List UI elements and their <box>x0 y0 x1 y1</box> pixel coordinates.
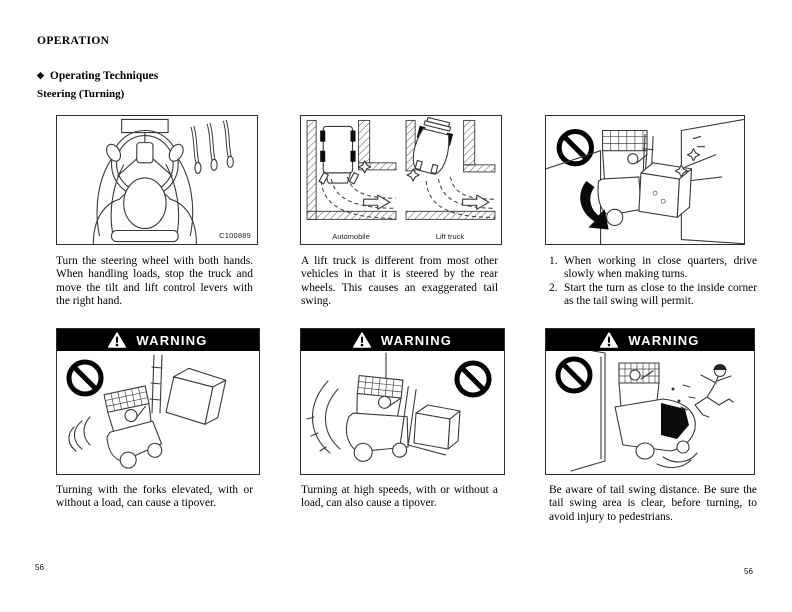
low-load <box>413 404 461 450</box>
label-lift-truck: Lift truck <box>435 232 465 241</box>
control-levers <box>190 119 234 174</box>
warning-triangle-icon <box>108 332 127 348</box>
caption-tail-swing: Be aware of tail swing distance. Be sure… <box>549 484 757 523</box>
subsection-title: Steering (Turning) <box>37 88 125 100</box>
automobile-panel <box>306 119 397 220</box>
forklift-rear <box>614 362 698 469</box>
warning-header: WARNING <box>546 329 754 351</box>
figure-close-quarters <box>545 115 745 245</box>
warning-label: WARNING <box>136 332 208 348</box>
page-number-left: 56 <box>35 563 44 572</box>
label-automobile: Automobile <box>332 232 370 241</box>
figure-steering: C100889 <box>56 115 258 245</box>
warning-panel-high-speed: WARNING <box>300 328 505 475</box>
tail-swing-illustration <box>555 351 734 472</box>
warning-panel-forks-elevated: WARNING <box>56 328 260 475</box>
lift-truck-panel <box>405 116 496 220</box>
forklift <box>597 129 654 227</box>
warning-label: WARNING <box>628 332 700 348</box>
caption-close-quarters: 1. When working in close quarters, drive… <box>549 255 757 309</box>
swing-arrow <box>580 181 609 230</box>
tipover-elevated-illustration <box>66 354 227 469</box>
warning-header: WARNING <box>57 329 259 351</box>
prohibition-icon <box>66 359 104 397</box>
page-number-right: 56 <box>744 567 753 576</box>
caption-forks-elevated: Turning with the forks elevated, with or… <box>56 484 253 510</box>
turning-forklift <box>345 374 446 462</box>
prohibition-icon <box>556 128 594 167</box>
caption-comparison: A lift truck is different from most othe… <box>301 255 498 308</box>
caption-high-speed: Turning at high speeds, with or without … <box>301 484 498 510</box>
warning-panel-tail-swing: WARNING <box>545 328 755 475</box>
warning-label: WARNING <box>380 332 453 348</box>
caption-steering: Turn the steering wheel with both hands.… <box>56 255 253 308</box>
page-header: OPERATION <box>37 35 110 47</box>
pedestrian <box>694 364 734 418</box>
high-speed-turn-illustration <box>306 352 492 462</box>
diamond-bullet-icon: ◆ <box>37 70 44 80</box>
steering-wheel-illustration <box>92 118 234 244</box>
figure-comparison: Automobile Lift truck <box>300 115 502 245</box>
figure-code: C100889 <box>219 231 251 240</box>
warning-header: WARNING <box>301 329 504 351</box>
section-title: ◆ Operating Techniques <box>37 70 158 82</box>
warning-triangle-icon <box>352 332 371 348</box>
list-item: 1. When working in close quarters, drive… <box>549 255 757 281</box>
load-box <box>638 162 693 218</box>
warning-triangle-icon <box>600 332 619 348</box>
prohibition-icon <box>555 356 593 394</box>
close-quarters-illustration <box>546 118 744 244</box>
section-title-text: Operating Techniques <box>49 70 159 82</box>
raised-load <box>165 367 227 425</box>
list-item: 2. Start the turn as close to the inside… <box>549 281 757 308</box>
turning-comparison-illustration <box>306 116 496 220</box>
tipping-forklift <box>103 385 163 469</box>
prohibition-icon <box>454 360 492 398</box>
